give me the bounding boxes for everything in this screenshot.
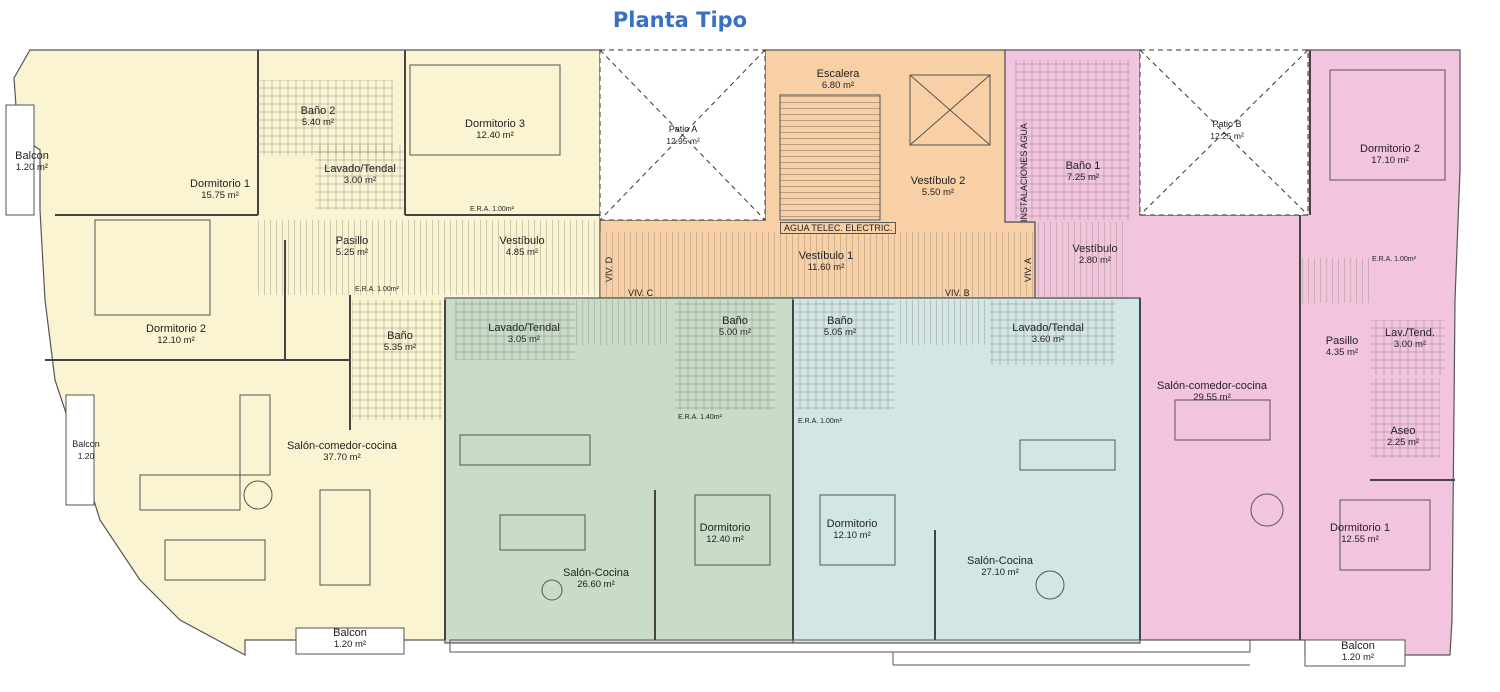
facade-c-b — [449, 639, 1251, 653]
pasillo-d-floor — [1300, 258, 1370, 303]
vestibulo-1-floor — [600, 232, 1035, 297]
balcon-a-bottom — [295, 627, 405, 655]
bano1-d-tiles — [1015, 60, 1130, 220]
bano-a-tiles — [352, 300, 442, 420]
inst-vertical-label: INSTALACIONES AGUA — [1019, 123, 1029, 222]
balcon-a-left-top — [5, 104, 35, 216]
era-label-b: E.R.A. 1.00m² — [798, 418, 842, 425]
era-label-a2: E.R.A. 1.00m² — [470, 206, 514, 213]
balcon-d-bottom — [1304, 639, 1406, 667]
interior-walls — [45, 50, 1455, 640]
lavado-d-tiles — [1370, 320, 1445, 375]
pasillo-c-floor — [575, 300, 670, 345]
bano-c-tiles — [675, 300, 775, 410]
vestibulo-d-floor — [1035, 222, 1125, 298]
elevator — [909, 74, 991, 146]
furniture — [94, 64, 1446, 601]
era-label-a: E.R.A. 1.00m² — [355, 286, 399, 293]
viv-a-label: VIV. A — [1023, 257, 1033, 282]
bano2-a-tiles — [258, 80, 393, 155]
viv-d-label: VIV. D — [604, 256, 614, 282]
plan-title: Planta Tipo — [612, 8, 748, 32]
viv-c-label: VIV. C — [628, 288, 654, 298]
lavado-c-tiles — [455, 300, 575, 360]
stairs — [779, 94, 881, 221]
room-label-lavado-d: Lav./Tend.3.00 m² — [1385, 327, 1435, 350]
bano-b-tiles — [795, 300, 895, 410]
lavado-b-tiles — [990, 300, 1115, 365]
era-label-d: E.R.A. 1.00m² — [1372, 256, 1416, 263]
shaft-label: AGUA TELEC. ELECTRIC. — [780, 222, 897, 234]
lavado-a-tiles — [315, 145, 405, 210]
pasillo-a-floor — [258, 220, 598, 295]
aseo-d-tiles — [1370, 378, 1440, 458]
pasillo-b-floor — [895, 300, 990, 345]
era-label-c: E.R.A. 1.40m² — [678, 414, 722, 421]
viv-b-label: VIV. B — [945, 288, 970, 298]
balcon-a-left-mid — [65, 394, 95, 506]
